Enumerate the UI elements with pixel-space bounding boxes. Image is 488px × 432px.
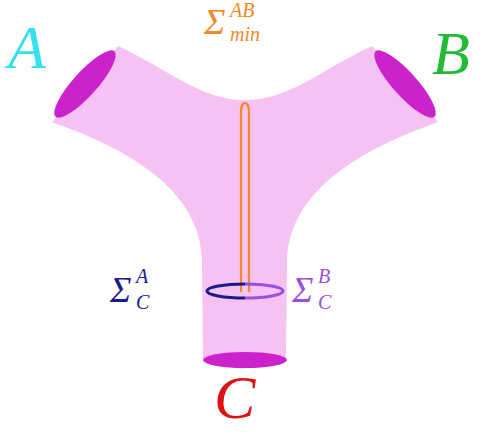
surface-symbol: Σ: [204, 4, 225, 40]
surface: [52, 46, 438, 360]
boundary-a: [47, 43, 124, 124]
superscript: AB: [230, 0, 254, 20]
surface-symbol: Σ: [110, 272, 131, 308]
boundary-label: B: [432, 22, 470, 84]
subscript: C: [136, 292, 149, 312]
surface-symbol: Σ: [292, 272, 313, 308]
subscript: C: [318, 292, 331, 312]
superscript: B: [318, 266, 330, 286]
boundary-b: [367, 43, 444, 124]
superscript: A: [136, 266, 148, 286]
subscript: min: [230, 24, 260, 44]
boundary-label: C: [214, 366, 255, 428]
boundary-label: A: [8, 16, 46, 78]
sigma-c-b-curve: [245, 284, 283, 298]
sigma-c-a-curve: [207, 284, 245, 298]
minimal-surface-ab: [241, 103, 249, 292]
